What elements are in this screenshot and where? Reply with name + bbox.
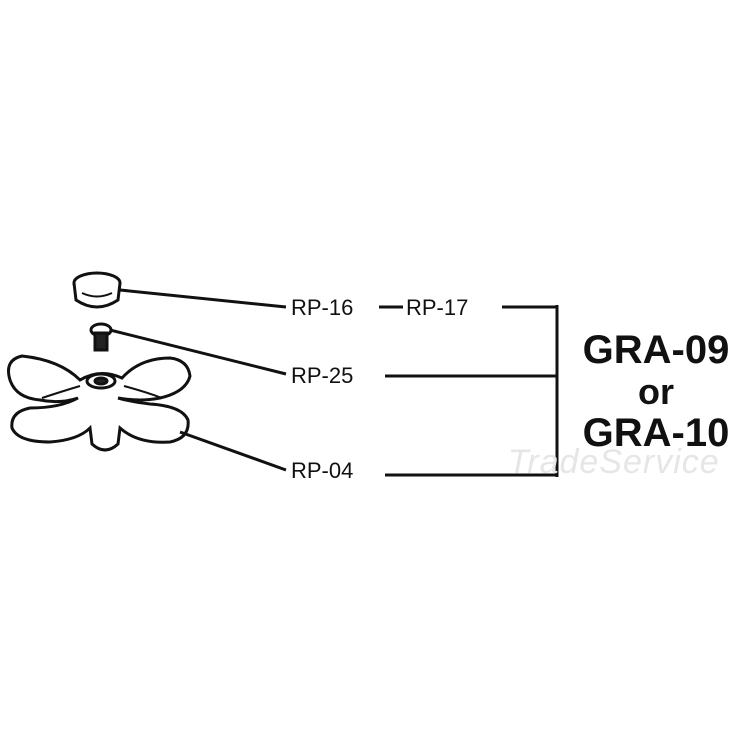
watermark: TradeService [508, 443, 720, 481]
label-rp16: RP-16 [291, 295, 354, 320]
handle-leader-line [179, 430, 287, 472]
leader-lines [109, 288, 403, 472]
label-rp25: RP-25 [291, 363, 354, 388]
kit-label-gra09: GRA-09 [582, 328, 730, 372]
cross-handle-drawing [7, 354, 192, 452]
index-cap-drawing [72, 271, 122, 309]
cap-leader-line [119, 288, 287, 309]
kit-label-gra10: GRA-10 [582, 411, 730, 455]
screw-leader-line [109, 328, 287, 376]
label-rp04: RP-04 [291, 458, 354, 483]
screw-drawing [89, 322, 113, 352]
label-rp17: RP-17 [406, 295, 469, 320]
kit-label-or: or [638, 371, 674, 412]
kit-bracket [385, 305, 559, 477]
